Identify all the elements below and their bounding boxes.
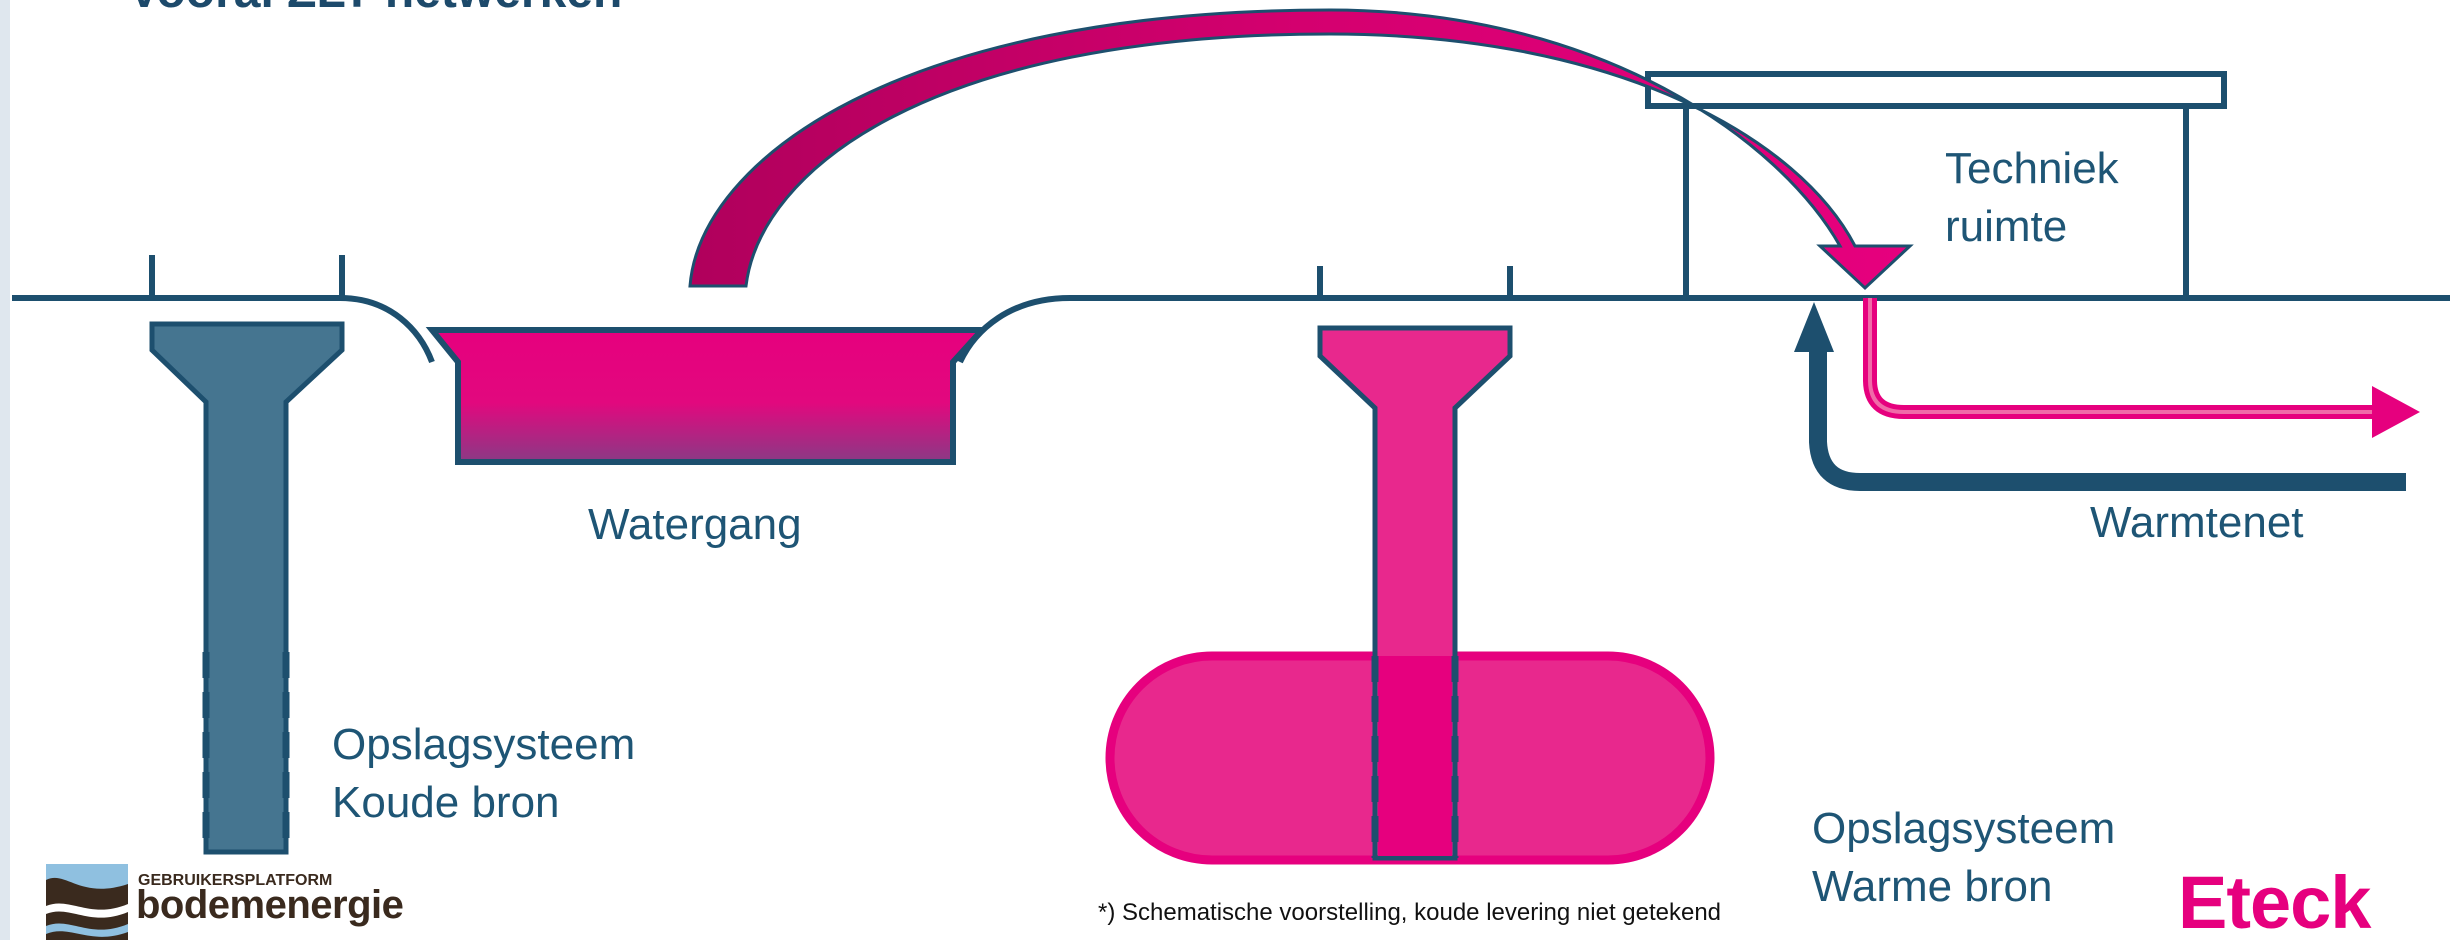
eteck-logo: Eteck: [2178, 861, 2371, 944]
supply-flow-line: [1863, 298, 2380, 419]
ground-line: [12, 295, 2450, 364]
koude-bron-label: Opslagsysteem Koude bron: [332, 716, 635, 832]
techniek-ruimte-building: [1645, 71, 2227, 298]
warm-well: [1105, 266, 1715, 865]
return-flow-arrowhead: [1794, 302, 1834, 352]
slide-left-border: [0, 0, 10, 940]
warme-bron-label: Opslagsysteem Warme bron: [1812, 800, 2115, 916]
warmtenet-label: Warmtenet: [2090, 498, 2304, 547]
warme-bron-line2: Warme bron: [1812, 862, 2053, 911]
bodemenergie-logo-subtitle: GEBRUIKERSPLATFORM: [138, 872, 333, 889]
bullet-point: •: [58, 0, 128, 19]
watergang-basin: [425, 327, 989, 465]
koude-bron-line2: Koude bron: [332, 778, 560, 827]
watergang-label: Watergang: [588, 500, 802, 549]
return-flow-arrow: [1809, 350, 2406, 491]
supply-flow-arrowhead: [2372, 386, 2420, 438]
supply-flow-line-inner: [1868, 298, 2380, 414]
cold-well: [149, 255, 345, 855]
slide-heading: •Vooral ZLT-netwerken: [58, 0, 622, 19]
techniek-ruimte-label: Techniek ruimte: [1945, 140, 2119, 256]
bodemenergie-logo-mark: [46, 864, 128, 940]
bodemenergie-logo-text: bodemenergie: [136, 883, 404, 927]
warme-bron-line1: Opslagsysteem: [1812, 804, 2116, 853]
techniek-ruimte-line2: ruimte: [1945, 202, 2068, 251]
koude-bron-line1: Opslagsysteem: [332, 720, 636, 769]
heading-text: Vooral ZLT-netwerken: [128, 0, 622, 18]
schematic-footnote: *) Schematische voorstelling, koude leve…: [1098, 899, 1722, 926]
heat-transfer-arc-arrow: [688, 8, 1914, 291]
techniek-ruimte-line1: Techniek: [1945, 144, 2119, 193]
